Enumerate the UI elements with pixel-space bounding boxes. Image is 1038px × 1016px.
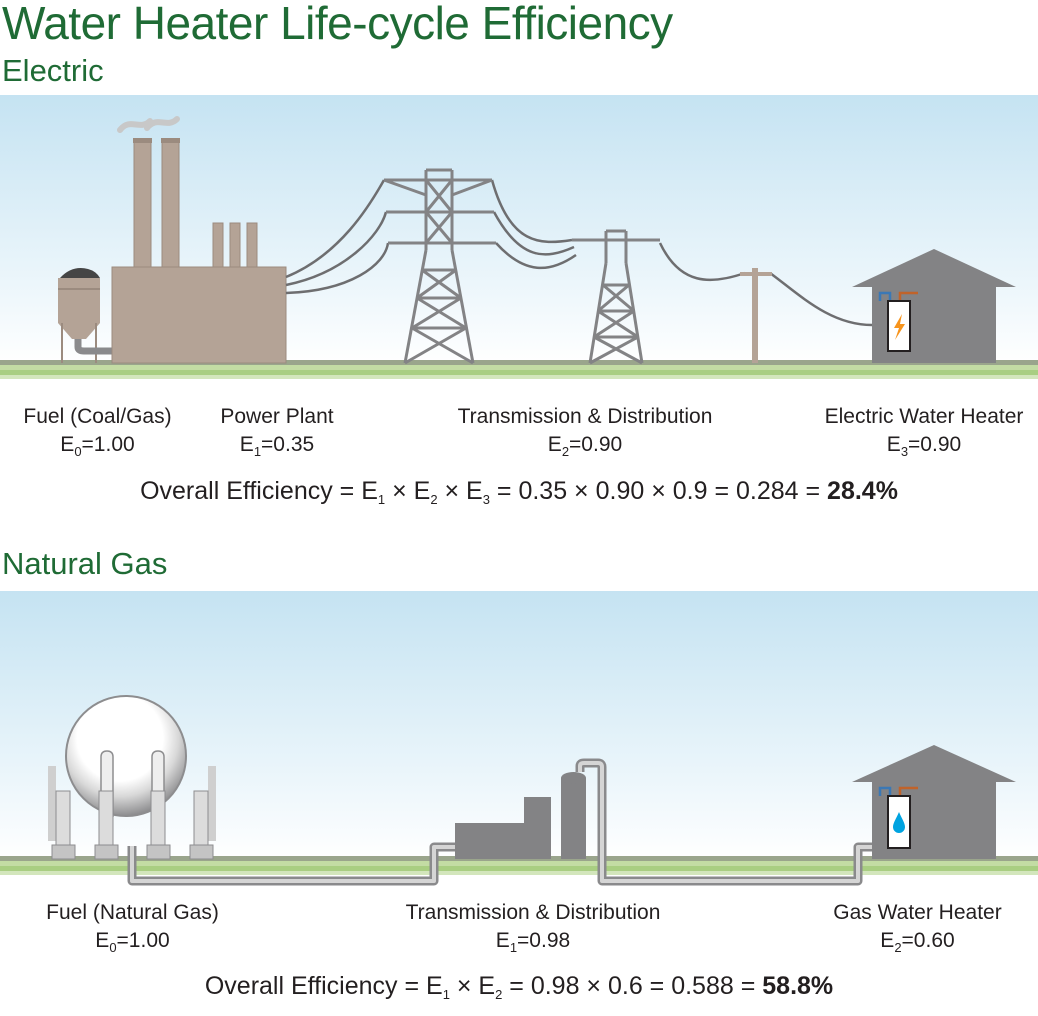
- house-gas-icon: [852, 745, 1016, 859]
- stage-fuel-electric: Fuel (Coal/Gas) E0=1.00: [23, 405, 172, 459]
- gas-scene: [0, 591, 1038, 886]
- electric-scene: [0, 95, 1038, 385]
- electric-overall-efficiency: Overall Efficiency = E1 × E2 × E3 = 0.35…: [140, 477, 898, 507]
- compressor-station-icon: [455, 758, 607, 859]
- lightning-icon: [894, 314, 905, 340]
- house-electric-icon: [852, 249, 1016, 363]
- transmission-tower-large-icon: [383, 168, 496, 365]
- power-plant-icon: [111, 116, 287, 364]
- gas-efficiency-result: 58.8%: [762, 972, 834, 1000]
- power-lines: [285, 179, 873, 327]
- stage-power-plant: Power Plant E1=0.35: [220, 405, 334, 459]
- stage-transmission-electric: Transmission & Distribution E2=0.90: [457, 405, 713, 459]
- transmission-tower-small-icon: [572, 229, 660, 365]
- gas-overall-efficiency: Overall Efficiency = E1 × E2 = 0.98 × 0.…: [204, 972, 834, 1002]
- gas-section-heading: Natural Gas: [2, 546, 168, 581]
- gas-storage-tank-icon: [48, 695, 216, 860]
- electric-efficiency-result: 28.4%: [827, 477, 898, 505]
- coal-silo-icon: [58, 268, 112, 363]
- infographic-title: Water Heater Life-cycle Efficiency: [2, 0, 673, 49]
- water-drop-icon: [893, 812, 905, 833]
- stage-transmission-gas: Transmission & Distribution E1=0.98: [405, 901, 661, 955]
- stage-electric-water-heater: Electric Water Heater E3=0.90: [824, 405, 1024, 459]
- utility-pole-icon: [740, 268, 772, 363]
- stage-fuel-gas: Fuel (Natural Gas) E0=1.00: [46, 901, 219, 955]
- stage-gas-water-heater: Gas Water Heater E2=0.60: [833, 901, 1002, 955]
- ground: [0, 360, 1038, 385]
- electric-section-heading: Electric: [2, 53, 104, 88]
